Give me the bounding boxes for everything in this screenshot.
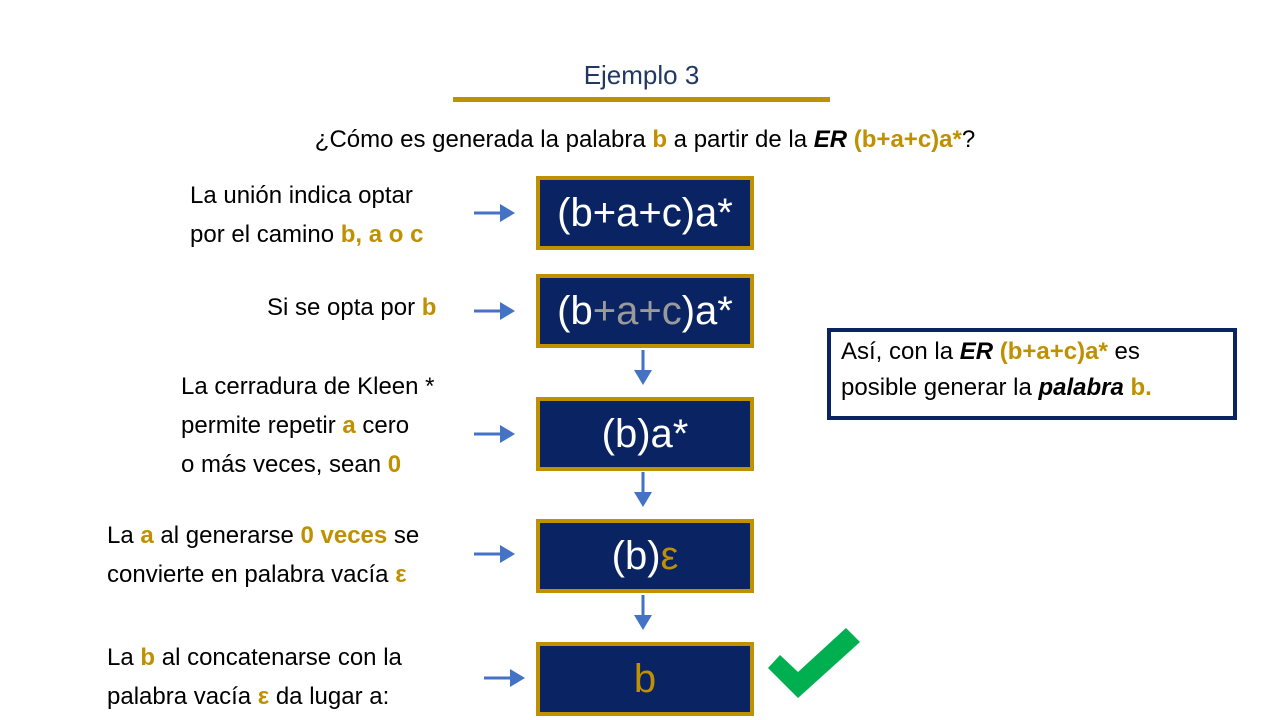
step-4-description: La a al generarse 0 veces se convierte e…: [107, 516, 419, 594]
question-regex: (b+a+c)a*: [853, 126, 962, 153]
step-3-line-1: La cerradura de Kleen *: [181, 373, 435, 400]
step-4-symbol-a: a: [140, 522, 154, 549]
note-l2a: posible generar la: [841, 374, 1039, 401]
step-4-expr-part-1: (b): [611, 533, 661, 578]
question-word: b: [652, 126, 668, 153]
slide-title: Ejemplo 3: [583, 60, 700, 90]
note-line-1: Así, con la ER (b+a+c)a* es: [841, 334, 1233, 370]
step-1-line-2-text: por el camino: [190, 221, 341, 248]
conclusion-note: Así, con la ER (b+a+c)a* es posible gene…: [827, 328, 1237, 420]
step-1-line-1: La unión indica optar: [190, 182, 413, 209]
note-l1e: es: [1107, 338, 1140, 365]
step-4-line-1: La a al generarse 0 veces se: [107, 516, 419, 555]
step-3-line-2-end: cero: [355, 412, 410, 439]
step-4-zero-times: 0 veces: [300, 522, 388, 549]
step-2-choice: b: [421, 294, 437, 321]
question-end: ?: [961, 126, 976, 153]
step-4-l1c: al generarse: [153, 522, 301, 549]
step-2-text: Si se opta por: [267, 294, 422, 321]
step-5-l1c: al concatenarse con la: [155, 644, 402, 671]
note-palabra: palabra: [1038, 374, 1124, 401]
step-5-symbol-b: b: [140, 644, 156, 671]
step-2-expression-box: (b+a+c)a*: [536, 274, 754, 348]
title-underline: [453, 97, 830, 102]
step-3-line-3-text: o más veces, sean: [181, 451, 388, 478]
step-3-line-2: permite repetir a cero: [181, 406, 435, 445]
step-5-expression-box: b: [536, 642, 754, 716]
step-4-l1e: se: [387, 522, 420, 549]
step-2-expr-part-3: )a*: [681, 288, 733, 333]
step-1-options: b, a o c: [340, 221, 424, 248]
step-4-expr-epsilon: ε: [660, 533, 679, 578]
step-5-l2c: da lugar a:: [269, 683, 390, 710]
step-4-line-2: convierte en palabra vacía ε: [107, 555, 419, 594]
checkmark-icon: [768, 628, 860, 698]
note-regex: (b+a+c)a*: [999, 338, 1108, 365]
step-2-expr-part-2: +a+c: [592, 288, 682, 333]
note-line-2: posible generar la palabra b.: [841, 370, 1233, 406]
step-4-expression-box: (b)ε: [536, 519, 754, 593]
note-er: ER: [959, 338, 994, 365]
step-3-symbol-a: a: [342, 412, 356, 439]
question-pre: ¿Cómo es generada la palabra: [314, 126, 653, 153]
step-4-l1a: La: [107, 522, 141, 549]
step-1-description: La unión indica optar por el camino b, a…: [190, 176, 423, 254]
step-1-expression-box: (b+a+c)a*: [536, 176, 754, 250]
step-4-epsilon: ε: [395, 561, 407, 588]
step-2-expr-part-1: (b: [557, 288, 593, 333]
step-3-line-3: o más veces, sean 0: [181, 445, 435, 484]
step-5-l2a: palabra vacía: [107, 683, 258, 710]
step-3-zero: 0: [387, 451, 402, 478]
note-word-b: b.: [1130, 374, 1152, 401]
step-4-l2a: convierte en palabra vacía: [107, 561, 396, 588]
step-5-line-2: palabra vacía ε da lugar a:: [107, 677, 402, 716]
question-er: ER: [813, 126, 848, 153]
note-space-2: [1124, 374, 1131, 401]
note-l1a: Así, con la: [841, 338, 960, 365]
question-text: ¿Cómo es generada la palabra b a partir …: [0, 126, 1280, 154]
step-5-description: La b al concatenarse con la palabra vací…: [107, 638, 402, 716]
step-5-l1a: La: [107, 644, 141, 671]
step-3-line-2-text: permite repetir: [181, 412, 343, 439]
step-1-line-2: por el camino b, a o c: [190, 215, 423, 254]
question-mid: a partir de la: [667, 126, 814, 153]
step-3-expression-box: (b)a*: [536, 397, 754, 471]
step-5-line-1: La b al concatenarse con la: [107, 638, 402, 677]
step-2-description: Si se opta por b: [267, 288, 436, 327]
step-5-epsilon: ε: [257, 683, 270, 710]
step-3-description: La cerradura de Kleen * permite repetir …: [181, 367, 435, 484]
note-space: [993, 338, 1000, 365]
